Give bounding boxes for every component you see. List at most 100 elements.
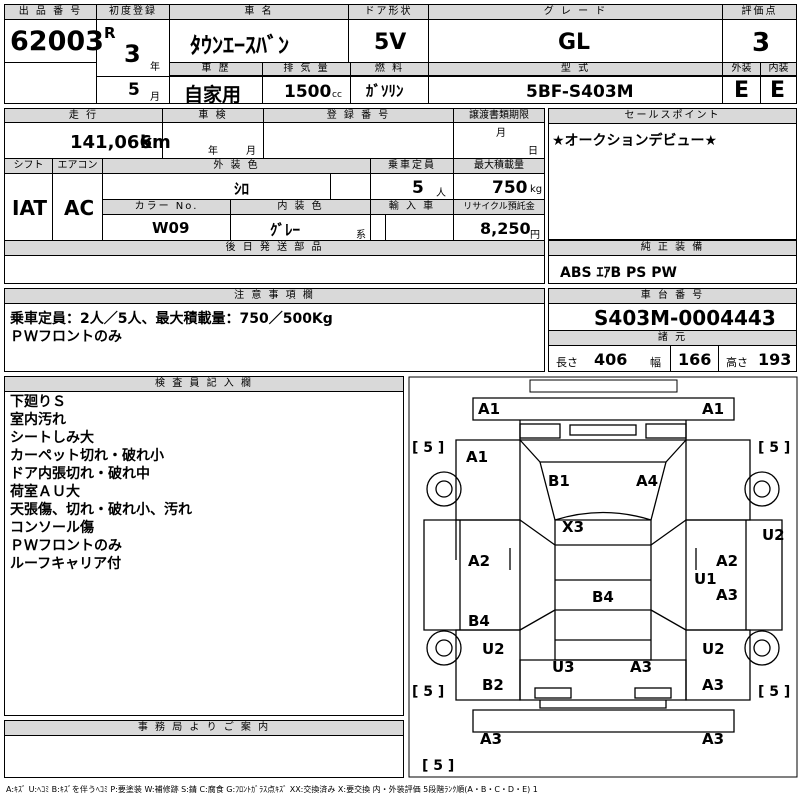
load-value: 750 xyxy=(492,178,528,198)
mark-b4-side: B4 xyxy=(468,612,490,630)
caution-line: 乗車定員：2人／5人、最大積載量：750／500Kg xyxy=(10,311,333,327)
mark-u2-rr: U2 xyxy=(702,640,725,658)
transfer-day-unit: 日 xyxy=(528,146,538,157)
inspection-year-unit: 年 xyxy=(208,146,218,157)
history-label: 車 歴 xyxy=(170,63,262,76)
width-value: 166 xyxy=(678,350,712,369)
shift-value: IAT xyxy=(12,196,48,220)
year-value: 3 xyxy=(124,40,141,68)
interior-value: E xyxy=(770,78,786,103)
int-color-value: ｸﾞﾚｰ xyxy=(270,221,301,239)
capacity-label: 乗車定員 xyxy=(371,159,453,174)
inspector-line: 荷室ＡＵ大 xyxy=(10,484,80,500)
mark-a3-right: A3 xyxy=(716,586,739,604)
model-value: 5BF-S403M xyxy=(526,82,634,102)
capacity-unit: 人 xyxy=(436,188,446,199)
ext-color-value: ｼﾛ xyxy=(234,180,250,198)
inspector-line: 室内汚れ xyxy=(10,412,66,428)
year-unit: 年 xyxy=(150,62,160,73)
chassis-label: 車 台 番 号 xyxy=(549,289,796,304)
office-label: 事 務 局 よ り ご 案 内 xyxy=(5,721,403,736)
inspector-line: 天張傷、切れ・破れ小、汚れ xyxy=(10,502,192,518)
ac-value: AC xyxy=(64,196,95,220)
legend-text: A:ｷｽﾞ U:ﾍｺﾐ B:ｷｽﾞを伴うﾍｺﾐ P:要塗装 W:補修跡 S:錆 … xyxy=(6,785,538,794)
caution-box xyxy=(4,288,545,372)
era-value: R xyxy=(104,24,116,42)
grade-value: GL xyxy=(558,30,591,55)
mileage-value: 141,066 xyxy=(70,132,152,153)
grade-label: グ レ ー ド xyxy=(429,5,722,20)
inspector-line: カーペット切れ・破れ小 xyxy=(10,448,164,464)
color-no-label: カラー No. xyxy=(103,200,230,215)
load-label: 最大積載量 xyxy=(454,159,544,174)
month-unit: 月 xyxy=(150,92,160,103)
displacement-unit: cc xyxy=(332,90,342,100)
tire-rating-tr: [ 5 ] xyxy=(758,440,791,456)
regno-label: 登 録 番 号 xyxy=(264,109,453,123)
mark-a3-rr: A3 xyxy=(702,676,725,694)
mileage-unit: km xyxy=(140,132,171,153)
mark-a4: A4 xyxy=(636,472,659,490)
inspector-line: ドア内張切れ・破れ中 xyxy=(10,466,150,482)
height-label: 高さ xyxy=(726,356,748,369)
tire-rating-br: [ 5 ] xyxy=(758,684,791,700)
mark-a3-br: A3 xyxy=(702,730,725,748)
inspection-label: 車 検 xyxy=(163,109,263,123)
equipment-label: 純 正 装 備 xyxy=(549,241,796,256)
height-value: 193 xyxy=(758,350,792,369)
int-color-label: 内 装 色 xyxy=(231,200,370,215)
length-value: 406 xyxy=(594,350,628,369)
ac-label: エアコン xyxy=(53,159,102,174)
mark-a3-rear: A3 xyxy=(630,658,653,676)
mark-b1: B1 xyxy=(548,472,570,490)
caution-line: ＰＷフロントのみ xyxy=(10,329,122,345)
mark-a3-bl: A3 xyxy=(480,730,503,748)
mark-u1: U1 xyxy=(694,570,717,588)
vehicle-diagram xyxy=(408,376,798,778)
length-label: 長さ xyxy=(556,356,578,369)
lot-label: 出 品 番 号 xyxy=(5,5,96,20)
width-label: 幅 xyxy=(650,356,661,369)
capacity-value: 5 xyxy=(412,178,424,198)
shift-label: シフト xyxy=(5,159,52,174)
inspection-month-unit: 月 xyxy=(246,146,256,157)
inspector-box xyxy=(4,376,404,716)
displacement-value: 1500 xyxy=(284,82,332,102)
mark-a1-left: A1 xyxy=(478,400,501,418)
history-value: 自家用 xyxy=(184,84,242,106)
ext-color-label: 外 装 色 xyxy=(103,159,370,174)
office-box xyxy=(4,720,404,778)
mark-a1-fender: A1 xyxy=(466,448,489,466)
mark-b2: B2 xyxy=(482,676,504,694)
tire-rating-spare: [ 5 ] xyxy=(422,758,455,774)
equipment-value: ABS ｴｱB PS PW xyxy=(560,265,677,281)
recycle-label: リサイクル預託金 xyxy=(454,200,544,215)
recycle-value: 8,250 xyxy=(480,219,531,238)
tire-rating-tl: [ 5 ] xyxy=(412,440,445,456)
exterior-value: E xyxy=(734,78,750,103)
inspector-line: ルーフキャリア付 xyxy=(10,556,122,572)
score-value: 3 xyxy=(752,28,771,58)
import-label: 輸 入 車 xyxy=(371,200,453,215)
inspector-line: シートしみ大 xyxy=(10,430,94,446)
first-reg-label: 初度登録 xyxy=(97,5,169,20)
exterior-label: 外装 xyxy=(723,63,760,76)
equipment-box xyxy=(548,240,797,284)
displacement-label: 排 気 量 xyxy=(263,63,350,76)
mark-b4-roof: B4 xyxy=(592,588,614,606)
sales-point-label: セールスポイント xyxy=(549,109,796,124)
chassis-value: S403M-0004443 xyxy=(594,306,776,330)
score-label: 評価点 xyxy=(723,5,796,20)
fuel-label: 燃 料 xyxy=(351,63,428,76)
name-value: ﾀｳﾝｴｰｽﾊﾞﾝ xyxy=(190,34,290,59)
fuel-value: ｶﾞｿﾘﾝ xyxy=(366,82,404,100)
color-no-value: W09 xyxy=(152,219,190,237)
month-value: 5 xyxy=(128,80,140,100)
inspector-line: コンソール傷 xyxy=(10,520,94,536)
int-color-unit: 系 xyxy=(356,230,366,241)
tire-rating-bl: [ 5 ] xyxy=(412,684,445,700)
transfer-month-unit: 月 xyxy=(496,128,506,139)
inspector-lines: 下廻りＳ 室内汚れ シートしみ大 カーペット切れ・破れ小 ドア内張切れ・破れ中 … xyxy=(10,393,192,573)
caution-lines: 乗車定員：2人／5人、最大積載量：750／500Kg ＰＷフロントのみ xyxy=(10,310,333,346)
mark-u2-rl: U2 xyxy=(482,640,505,658)
